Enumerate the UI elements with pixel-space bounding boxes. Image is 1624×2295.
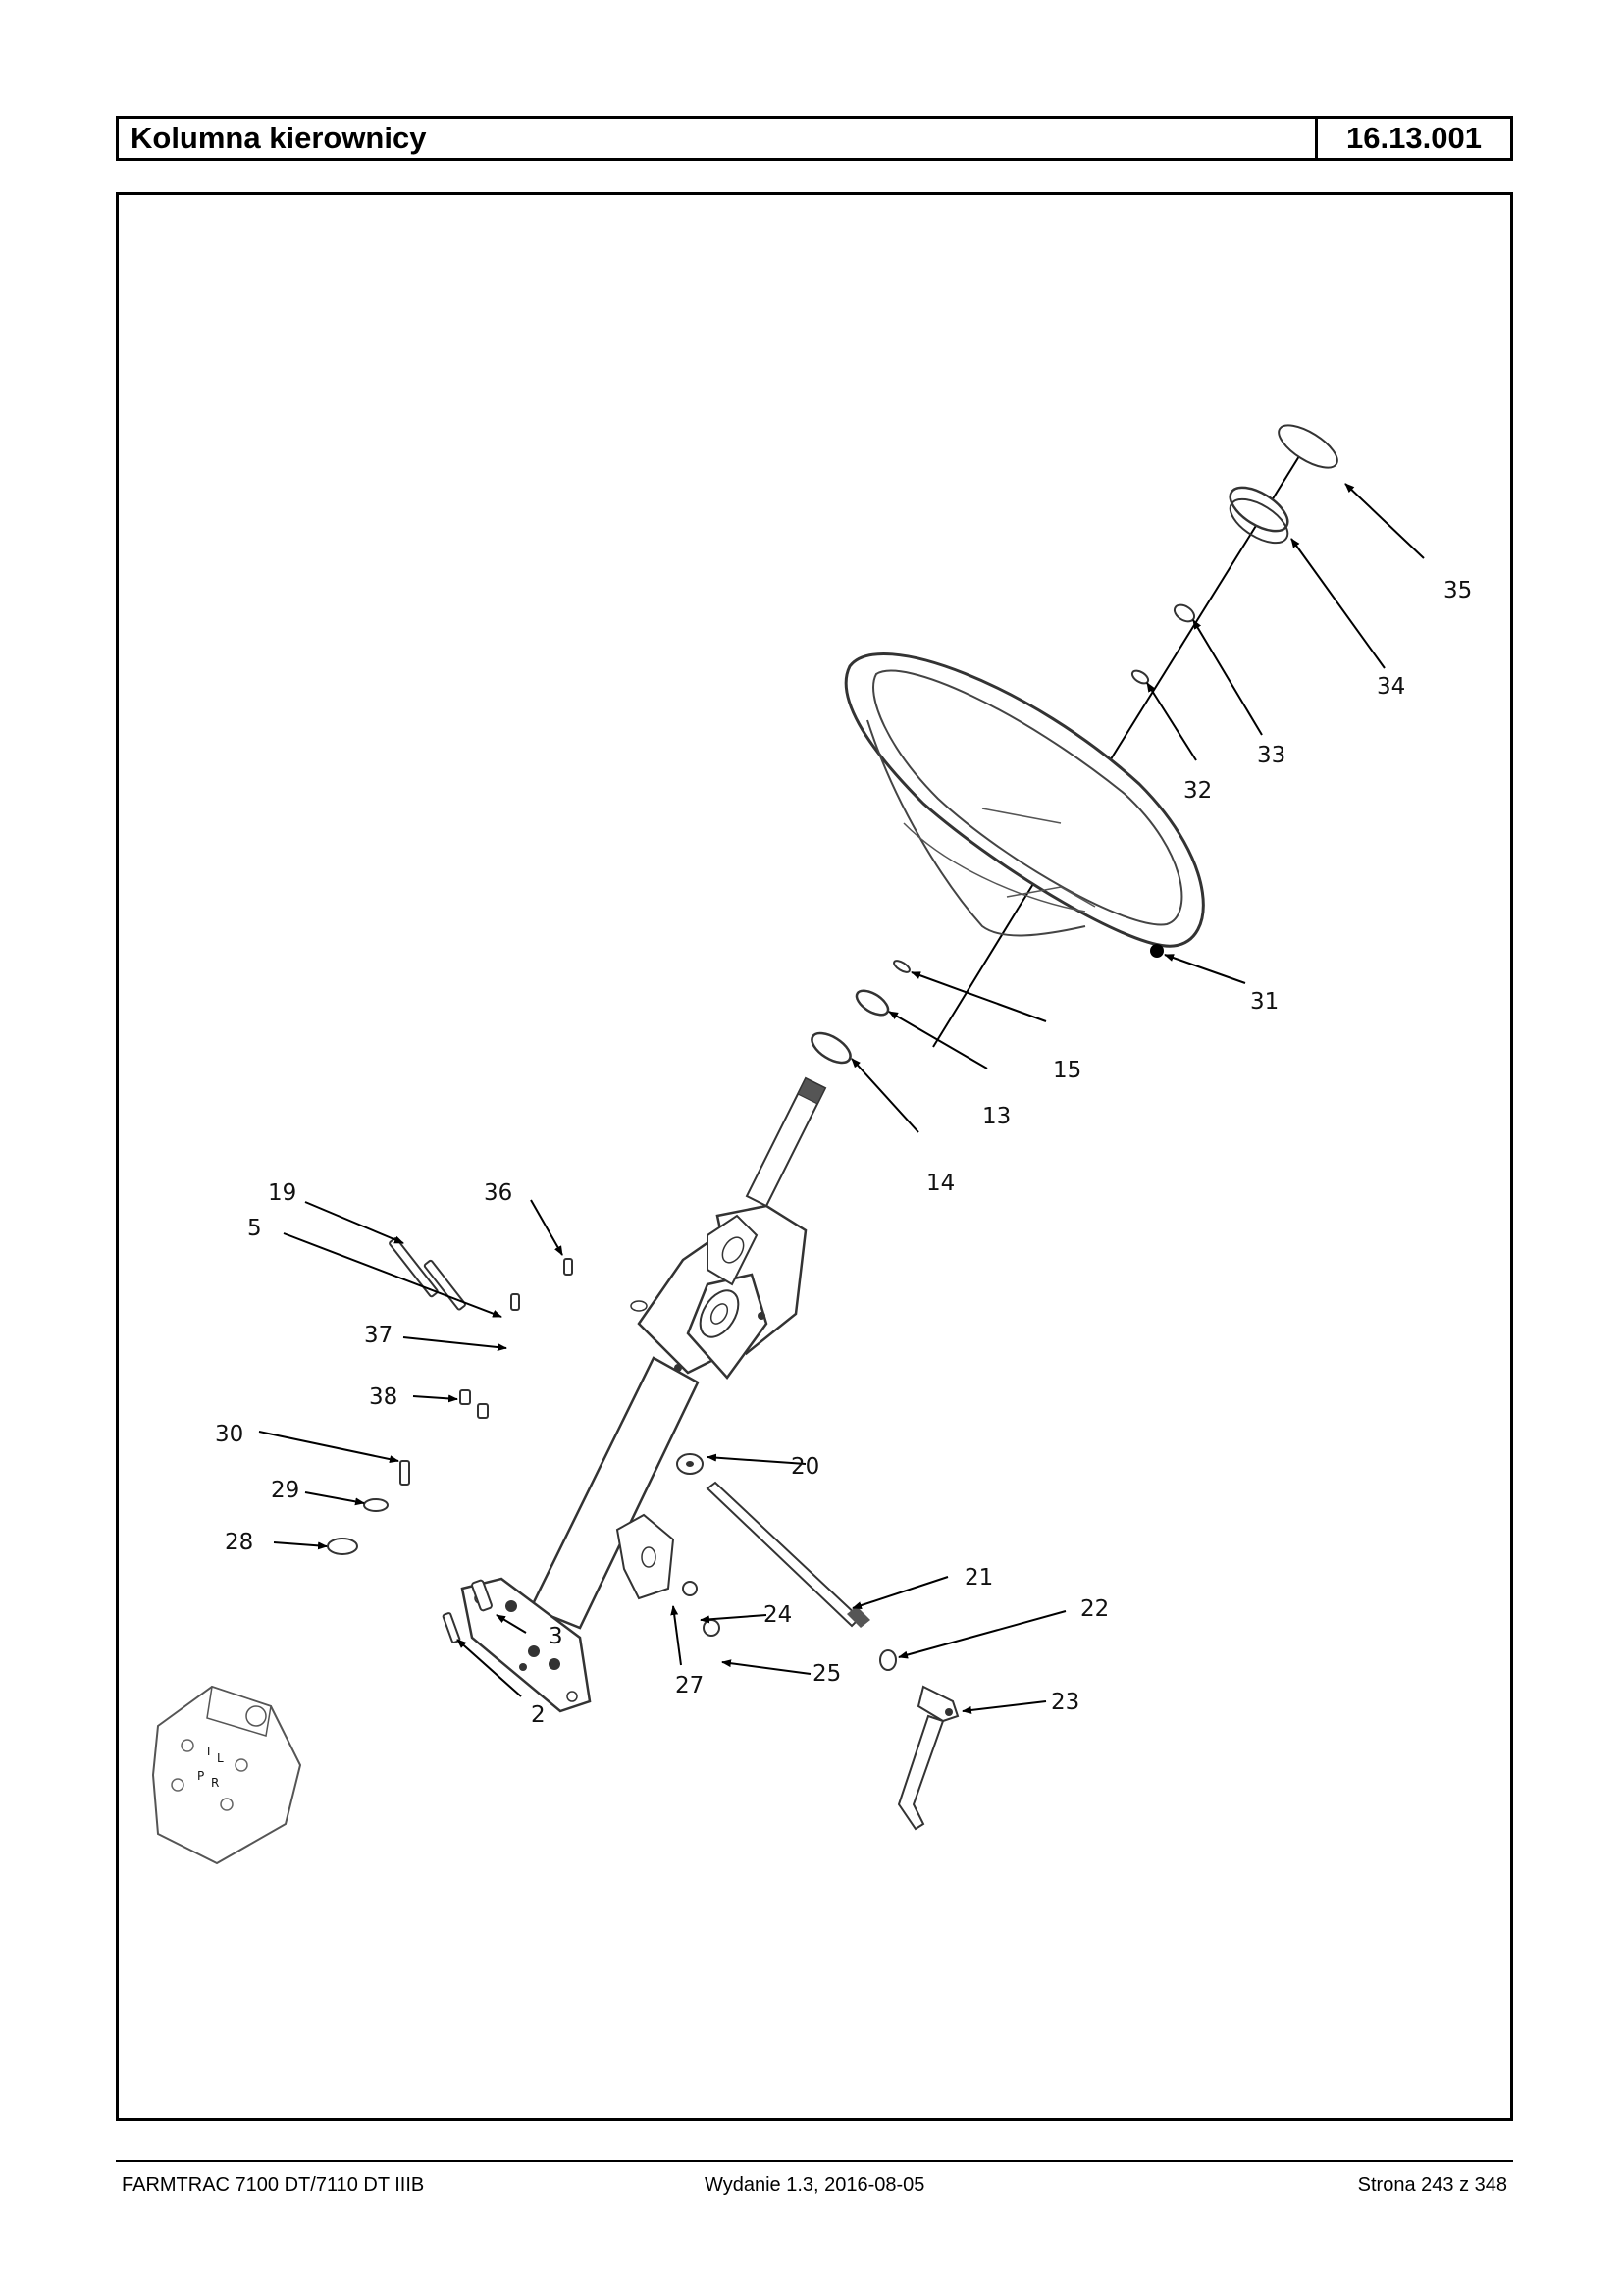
orbitrol-unit: T L P R xyxy=(151,1685,302,1865)
washer-15 xyxy=(893,960,911,973)
callout-20: 20 xyxy=(791,1454,819,1480)
callout-15: 15 xyxy=(1053,1058,1081,1083)
clamp-bracket-27 xyxy=(615,1513,675,1600)
callout-38: 38 xyxy=(369,1384,397,1410)
screw-36 xyxy=(563,1258,573,1276)
nut-24 xyxy=(682,1581,698,1596)
ring-13 xyxy=(855,989,890,1017)
lower-column-tube xyxy=(529,1356,700,1630)
callout-25: 25 xyxy=(812,1661,841,1687)
page-header: Kolumna kierownicy 16.13.001 xyxy=(116,116,1513,161)
bolt-5 xyxy=(423,1259,466,1311)
orbitrol-marking-p: P xyxy=(197,1769,204,1783)
callout-labels: 35 34 33 32 31 15 13 14 19 36 5 37 38 30… xyxy=(215,578,1472,1728)
screw-37 xyxy=(510,1293,520,1311)
orbitrol-marking-r: R xyxy=(211,1776,219,1790)
bolt-30 xyxy=(399,1460,410,1486)
footer-page-number: Strona 243 z 348 xyxy=(1357,2174,1507,2196)
nut-25 xyxy=(703,1619,720,1637)
callout-37: 37 xyxy=(364,1323,393,1348)
page-title: Kolumna kierownicy xyxy=(131,121,427,155)
callout-32: 32 xyxy=(1183,778,1212,804)
exploded-diagram: T L P R xyxy=(116,192,1513,2121)
callout-3: 3 xyxy=(549,1624,563,1649)
callout-21: 21 xyxy=(965,1565,993,1591)
footer-model: FARMTRAC 7100 DT/7110 DT IIIB xyxy=(122,2174,425,2196)
horn-cap xyxy=(1278,424,1338,469)
section-code: 16.13.001 xyxy=(1315,119,1510,158)
page-footer: FARMTRAC 7100 DT/7110 DT IIIB Wydanie 1.… xyxy=(116,2172,1513,2198)
callout-35: 35 xyxy=(1443,578,1472,603)
lever-rod-21 xyxy=(706,1481,870,1628)
seal-14 xyxy=(811,1031,852,1065)
spacer-28 xyxy=(327,1538,358,1555)
orbitrol-marking-l: L xyxy=(217,1751,224,1765)
leader-lines xyxy=(258,483,1425,1714)
callout-22: 22 xyxy=(1080,1596,1109,1622)
nut-33 xyxy=(1173,603,1196,623)
bolt-19 xyxy=(389,1237,439,1298)
callout-19: 19 xyxy=(268,1180,296,1206)
callout-24: 24 xyxy=(763,1602,792,1628)
footer-edition: Wydanie 1.3, 2016-08-05 xyxy=(705,2174,925,2196)
handle-23 xyxy=(897,1685,960,1831)
callout-14: 14 xyxy=(926,1171,955,1196)
callout-2: 2 xyxy=(531,1702,546,1728)
screw-38 xyxy=(459,1389,489,1419)
callout-27: 27 xyxy=(675,1673,704,1698)
callout-34: 34 xyxy=(1377,674,1405,700)
washer-20 xyxy=(676,1453,704,1475)
steering-wheel xyxy=(844,652,1205,958)
callout-31: 31 xyxy=(1250,989,1279,1015)
callout-30: 30 xyxy=(215,1422,243,1447)
callout-33: 33 xyxy=(1257,743,1285,768)
steering-shaft xyxy=(745,1076,827,1208)
nut-22 xyxy=(879,1649,897,1671)
washer-32 xyxy=(1130,669,1150,685)
diagram-svg: T L P R xyxy=(151,424,1472,1865)
callout-13: 13 xyxy=(982,1104,1011,1129)
callout-28: 28 xyxy=(225,1530,253,1555)
callout-36: 36 xyxy=(484,1180,512,1206)
horn-housing xyxy=(1229,486,1289,545)
callout-23: 23 xyxy=(1051,1690,1079,1715)
footer-divider xyxy=(116,2160,1513,2162)
washer-29 xyxy=(363,1498,389,1512)
callout-29: 29 xyxy=(271,1478,299,1503)
column-housing xyxy=(630,1204,808,1380)
orbitrol-marking-t: T xyxy=(204,1745,213,1758)
bolt-3 xyxy=(471,1579,493,1612)
bolt-2 xyxy=(442,1612,461,1643)
callout-5: 5 xyxy=(247,1216,262,1241)
